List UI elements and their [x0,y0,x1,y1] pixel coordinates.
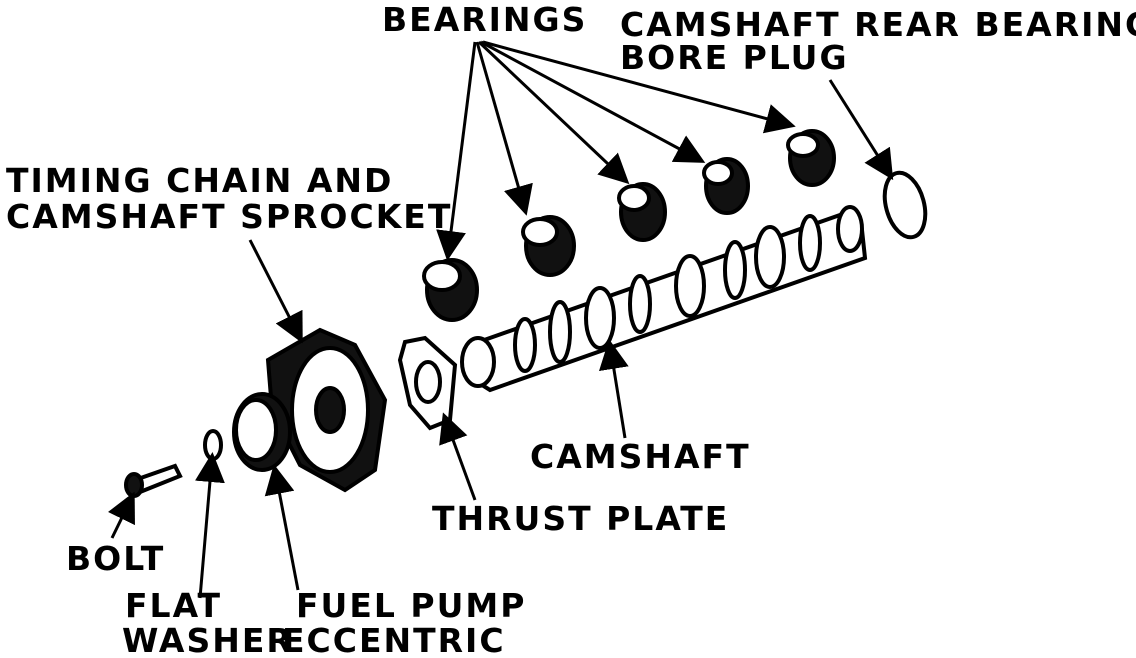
timing-label-line1: TIMING CHAIN AND [6,161,393,200]
bolt-leader [107,491,135,539]
fuel-pump-label-line2: ECCENTRIC [282,621,506,658]
rear-plug-label-line2: BORE PLUG [620,38,849,77]
flat-washer-leader [195,452,225,599]
timing-leader [248,239,303,344]
bearing-3 [617,182,667,242]
bearing-5 [786,129,836,187]
bearings-leaders [436,40,796,261]
timing-label-line2: CAMSHAFT SPROCKET [6,197,452,236]
thrust-plate-label: THRUST PLATE [432,499,729,538]
camshaft-label: CAMSHAFT [530,437,751,476]
bolt-label: BOLT [66,539,165,578]
flat-washer-label-line2: WASHER [122,621,294,658]
fuel-pump-label-line1: FUEL PUMP [296,586,526,625]
rear-plug-label-line1: CAMSHAFT REAR BEARING [620,5,1136,44]
bearing-4 [702,157,750,215]
bolt-part [124,463,183,498]
thrust-plate-part [397,335,458,431]
flat-washer-part [203,429,223,461]
bearing-2 [521,215,576,277]
camshaft-leader [599,339,629,439]
fuel-pump-eccentric-part [232,392,292,472]
flat-washer-label-line1: FLAT [125,586,222,625]
bearing-1 [422,258,479,322]
camshaft-part [460,205,868,393]
rear-plug-leader [828,79,894,181]
rear-bore-plug [882,170,928,240]
fuel-pump-leader [264,464,300,591]
bearings-label: BEARINGS [382,0,587,39]
thrust-plate-leader [439,412,477,501]
